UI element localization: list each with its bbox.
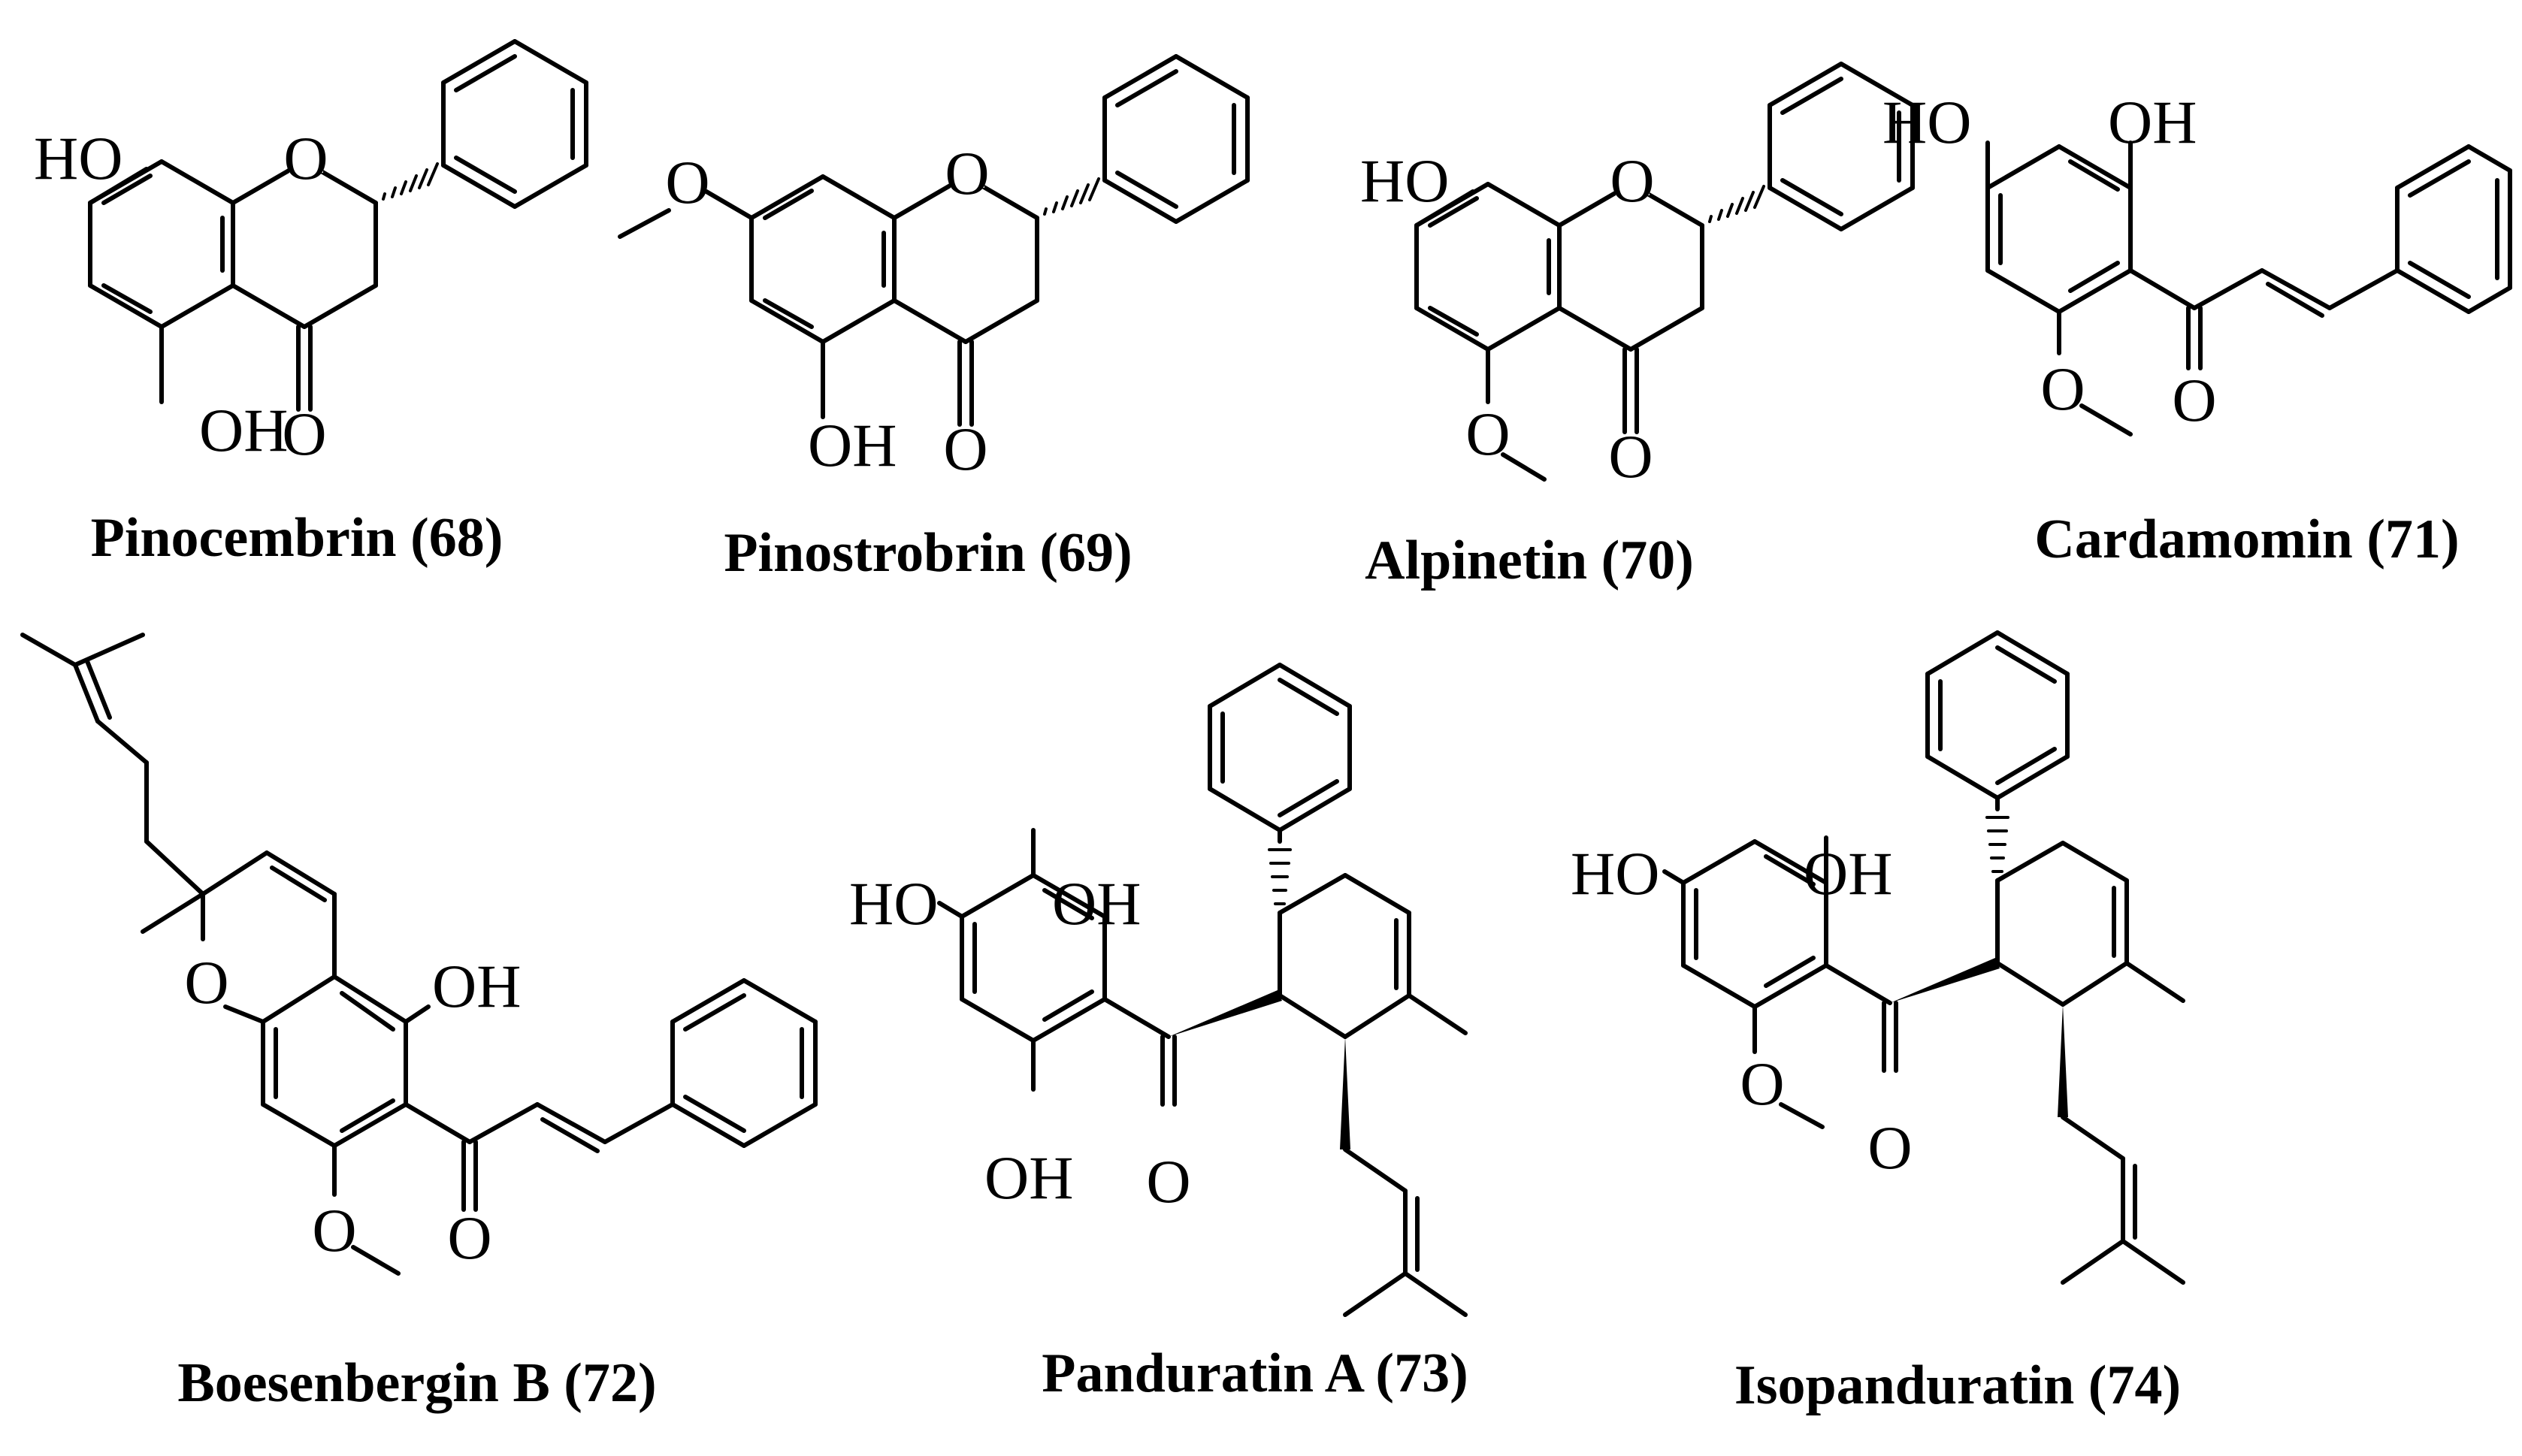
compound-caption: Alpinetin (70) (1365, 530, 1694, 591)
molecule-boesenbergin-b: O OH O O Boesenbergin B (72) (20, 633, 818, 1414)
ketone-oxygen-label: O (1608, 422, 1653, 491)
hydroxyl-label: HO (1882, 88, 1971, 156)
molecule-panduratin-a: HO OH OH O Panduratin A (73) (849, 663, 1468, 1404)
hydroxyl-label: OH (1052, 869, 1141, 938)
hydroxyl-label: OH (199, 396, 288, 464)
methoxy-oxygen-label: O (312, 1196, 356, 1264)
ketone-oxygen-label: O (943, 415, 987, 483)
molecule-pinocembrin: O HO OH O Pinocembrin (68) (34, 39, 588, 569)
hydroxyl-label: OH (808, 411, 897, 479)
hydroxyl-label: HO (1360, 147, 1449, 215)
hydroxyl-label: HO (1571, 839, 1659, 908)
ketone-oxygen-label: O (2172, 366, 2216, 434)
methoxy-oxygen-label: O (1465, 400, 1510, 468)
ketone-oxygen-label: O (1867, 1113, 1912, 1182)
hydroxyl-label: HO (849, 869, 938, 938)
ketone-oxygen-label: O (1146, 1147, 1190, 1216)
molecule-pinostrobrin: O O OH O Pinostrobrin (69) (618, 54, 1250, 584)
molecule-isopanduratin: HO OH O O Isopanduratin (74) (1571, 630, 2185, 1416)
ketone-oxygen-label: O (447, 1204, 491, 1272)
compound-caption: Boesenbergin B (72) (177, 1352, 656, 1414)
hydroxyl-label: HO (34, 124, 122, 192)
ring-oxygen-label: O (1610, 147, 1654, 215)
molecule-alpinetin: O HO O O Alpinetin (70) (1360, 62, 1915, 591)
compound-caption: Cardamomin (71) (2034, 509, 2459, 570)
compound-caption: Pinostrobrin (69) (724, 522, 1132, 584)
ring-oxygen-label: O (283, 124, 328, 192)
ketone-oxygen-label: O (282, 400, 326, 468)
methoxy-oxygen-label: O (1740, 1050, 1784, 1118)
ring-oxygen-label: O (184, 948, 228, 1016)
hydroxyl-label: OH (1804, 839, 1892, 908)
compound-caption: Panduratin A (73) (1042, 1343, 1468, 1404)
compound-caption: Isopanduratin (74) (1734, 1355, 2181, 1416)
hydroxyl-label: OH (984, 1143, 1073, 1212)
ring-oxygen-label: O (945, 139, 989, 207)
methoxy-oxygen-label: O (665, 148, 709, 216)
compound-caption: Pinocembrin (68) (91, 507, 503, 569)
hydroxyl-label: OH (432, 952, 521, 1020)
hydroxyl-label: OH (2108, 88, 2197, 156)
methoxy-oxygen-label: O (2040, 355, 2085, 423)
molecule-cardamomin: HO OH O O Cardamomin (71) (1882, 88, 2512, 570)
